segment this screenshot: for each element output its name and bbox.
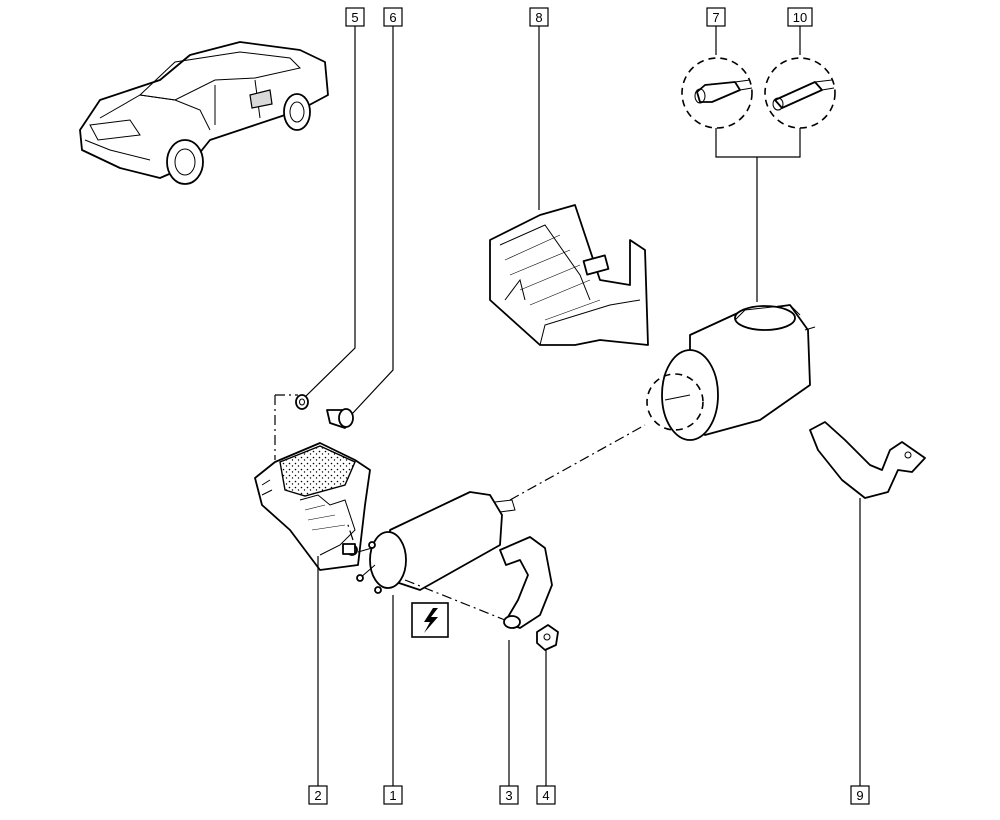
nut-part-5: [295, 394, 309, 410]
svg-text:7: 7: [712, 10, 719, 25]
callout-3: 3: [499, 785, 519, 805]
detail-inset-7: [681, 57, 753, 129]
svg-text:1: 1: [389, 788, 396, 803]
svg-text:8: 8: [535, 10, 542, 25]
callout-5: 5: [345, 7, 365, 27]
fuel-filter-canister: [661, 304, 816, 441]
support-bracket-part-2: [254, 442, 371, 571]
callout-6: 6: [383, 7, 403, 27]
svg-text:4: 4: [542, 788, 549, 803]
bracket-part-8: [489, 204, 649, 346]
fuel-pump-part-1: [356, 491, 516, 594]
callout-4: 4: [536, 785, 556, 805]
callout-9: 9: [850, 785, 870, 805]
svg-text:2: 2: [314, 788, 321, 803]
svg-text:3: 3: [505, 788, 512, 803]
lightning-bolt-icon: [411, 602, 449, 638]
bolt-part-6: [326, 408, 354, 429]
svg-text:10: 10: [793, 10, 807, 25]
detail-circle-filter-outlet: [646, 373, 704, 431]
detail-inset-10: [764, 57, 836, 129]
callout-7: 7: [706, 7, 726, 27]
car-illustration: [79, 41, 329, 185]
svg-text:5: 5: [351, 10, 358, 25]
callout-10: 10: [787, 7, 813, 27]
nut-part-4: [536, 624, 559, 651]
callout-1: 1: [383, 785, 403, 805]
svg-text:6: 6: [389, 10, 396, 25]
clamp-part-9: [809, 421, 926, 499]
strap-part-3: [499, 536, 553, 629]
callout-2: 2: [308, 785, 328, 805]
callout-8: 8: [529, 7, 549, 27]
svg-text:9: 9: [856, 788, 863, 803]
